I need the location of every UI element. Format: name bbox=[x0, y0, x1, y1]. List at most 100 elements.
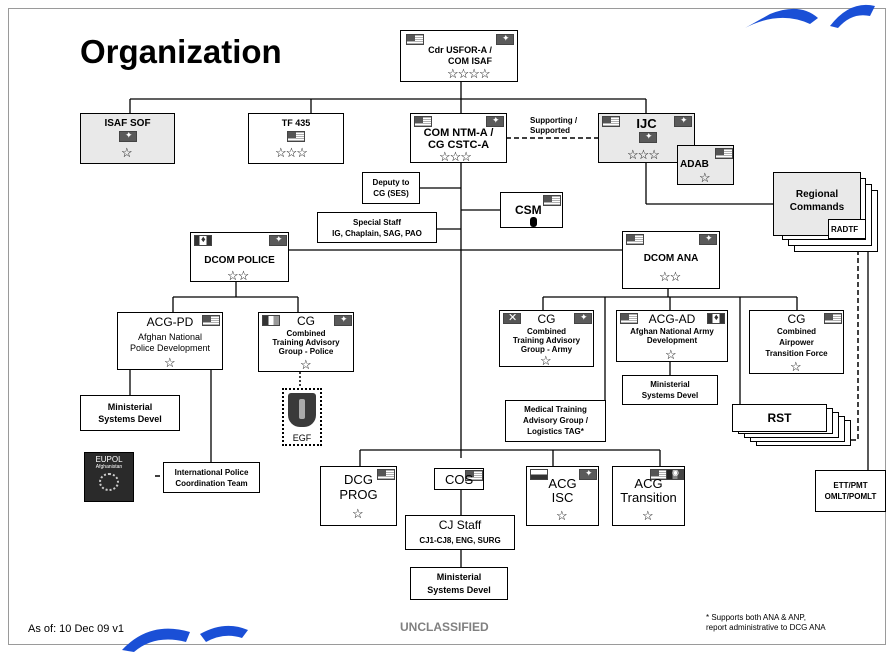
cdr-usfor-box: Cdr USFOR-A / COM ISAF ☆☆☆☆ bbox=[400, 30, 518, 82]
medical-line2: Advisory Group / bbox=[523, 416, 588, 425]
dcom-ana-box: DCOM ANA ☆☆ bbox=[622, 231, 720, 289]
com-isaf-label: COM ISAF bbox=[448, 56, 492, 66]
eupol-logo: EUPOL Afghanistan bbox=[84, 452, 134, 502]
us-flag-icon bbox=[202, 315, 220, 326]
us-flag-icon bbox=[414, 116, 432, 127]
egf-label: EGF bbox=[292, 433, 312, 443]
systems-devel-label: Systems Devel bbox=[98, 414, 162, 424]
nato-flag-icon bbox=[574, 313, 592, 324]
ctag-army-box: CG Combined Training Advisory Group - Ar… bbox=[499, 310, 594, 367]
one-star: ☆ bbox=[540, 353, 552, 368]
deputy-label: Deputy to bbox=[372, 178, 410, 187]
acg-pd-box: ACG-PD Afghan National Police Developmen… bbox=[117, 312, 223, 370]
csm-label: CSM bbox=[515, 203, 542, 217]
ctag-army-line2: Training Advisory bbox=[512, 336, 581, 345]
as-of-date: As of: 10 Dec 09 v1 bbox=[28, 623, 124, 635]
dcg-label: DCG bbox=[344, 472, 373, 487]
footnote-line1: * Supports both ANA & ANP, bbox=[706, 613, 806, 622]
acg-ad-line2: Development bbox=[646, 336, 698, 345]
us-flag-icon bbox=[602, 116, 620, 127]
rst-box: RST bbox=[732, 404, 827, 432]
egf-box: EGF bbox=[282, 388, 322, 446]
acg-ad-line1: Afghan National Army bbox=[630, 327, 714, 336]
acg-isc-box: ACG ISC ☆ bbox=[526, 466, 599, 526]
one-star: ☆ bbox=[300, 357, 312, 372]
catf-line1: Combined bbox=[776, 327, 817, 336]
ministerial-label: Ministerial bbox=[107, 402, 153, 412]
eupol-label: EUPOL bbox=[95, 455, 123, 464]
acg-pd-line2: Police Development bbox=[129, 343, 211, 353]
dcom-police-label: DCOM POLICE bbox=[204, 255, 275, 266]
ministerial-label: Ministerial bbox=[436, 572, 482, 582]
ctag-police-title: CG bbox=[297, 314, 315, 328]
dcg-prog-box: DCG PROG ☆ bbox=[320, 466, 397, 526]
one-star: ☆ bbox=[665, 347, 677, 362]
one-star: ☆ bbox=[790, 359, 802, 374]
ipct-line2: Coordination Team bbox=[175, 479, 248, 488]
two-stars: ☆☆ bbox=[227, 268, 249, 283]
acg-transition-box: ACG Transition ☆ bbox=[612, 466, 685, 526]
medical-line3: Logistics TAG* bbox=[527, 427, 584, 436]
isaf-sof-box: ISAF SOF ☆ bbox=[80, 113, 175, 164]
cos-label: COS bbox=[445, 472, 474, 487]
cdr-usfor-label: Cdr USFOR-A / bbox=[428, 45, 492, 55]
cos-box: COS bbox=[434, 468, 484, 490]
nato-flag-icon bbox=[579, 469, 597, 480]
ett-line2: OMLT/POMLT bbox=[824, 492, 877, 501]
one-star: ☆ bbox=[699, 170, 711, 185]
dcom-ana-label: DCOM ANA bbox=[643, 253, 699, 264]
tf435-label: TF 435 bbox=[281, 118, 311, 128]
acg-pd-title: ACG-PD bbox=[146, 315, 194, 329]
acg-transition-line1: ACG bbox=[634, 476, 663, 491]
canada-flag-icon bbox=[194, 235, 212, 246]
one-star: ☆ bbox=[556, 508, 568, 523]
ministerial-systems-bottom-box: Ministerial Systems Devel bbox=[410, 567, 508, 600]
cj-staff-box: CJ Staff CJ1-CJ8, ENG, SURG bbox=[405, 515, 515, 550]
ministerial-systems-left-box: Ministerial Systems Devel bbox=[80, 395, 180, 431]
ctag-army-title: CG bbox=[537, 312, 556, 326]
eupol-line2: Afghanistan bbox=[95, 464, 123, 470]
ctag-police-box: CG Combined Training Advisory Group - Po… bbox=[258, 312, 354, 372]
isaf-sof-label: ISAF SOF bbox=[104, 118, 151, 129]
classification-label: UNCLASSIFIED bbox=[400, 620, 489, 634]
nato-flag-icon bbox=[639, 132, 657, 143]
ctag-police-line1: Combined bbox=[286, 329, 326, 338]
us-flag-icon bbox=[377, 469, 395, 480]
three-stars: ☆☆☆ bbox=[439, 149, 472, 164]
acg-pd-line1: Afghan National bbox=[137, 332, 203, 342]
catf-title: CG bbox=[787, 312, 806, 326]
ett-pmt-box: ETT/PMT OMLT/POMLT bbox=[815, 470, 886, 512]
acg-isc-line2: ISC bbox=[551, 490, 574, 505]
nato-flag-icon bbox=[674, 116, 692, 127]
special-staff-members: IG, Chaplain, SAG, PAO bbox=[332, 229, 422, 238]
nato-flag-icon bbox=[486, 116, 504, 127]
radtf-label: RADTF bbox=[831, 225, 859, 234]
tf435-box: TF 435 ☆☆☆ bbox=[248, 113, 344, 164]
two-stars: ☆☆ bbox=[659, 269, 681, 284]
ses-label: CG (SES) bbox=[373, 189, 409, 198]
prog-label: PROG bbox=[339, 487, 378, 502]
adab-box: ADAB ☆ bbox=[677, 145, 734, 185]
acg-ad-box: ACG-AD Afghan National Army Development … bbox=[616, 310, 728, 362]
dcom-police-box: DCOM POLICE ☆☆ bbox=[190, 232, 289, 282]
watermark-top-right bbox=[740, 0, 880, 30]
eu-stars-icon bbox=[99, 473, 119, 491]
radtf-box: RADTF bbox=[828, 219, 866, 239]
regional-label: Regional bbox=[795, 189, 839, 200]
supporting-label: Supporting / bbox=[530, 116, 578, 125]
poland-flag-icon bbox=[530, 469, 548, 480]
us-flag-icon bbox=[287, 131, 305, 142]
acg-ad-title: ACG-AD bbox=[648, 312, 696, 326]
us-flag-icon bbox=[620, 313, 638, 324]
ministerial-systems-mid-box: Ministerial Systems Devel bbox=[622, 375, 718, 405]
ett-line1: ETT/PMT bbox=[833, 481, 868, 490]
systems-devel-label: Systems Devel bbox=[641, 391, 699, 400]
nato-flag-icon bbox=[334, 315, 352, 326]
nato-flag-icon bbox=[496, 34, 514, 45]
ctag-army-line3: Group - Army bbox=[520, 345, 573, 354]
us-flag-icon bbox=[626, 234, 644, 245]
footnote-line2: report administrative to DCG ANA bbox=[706, 623, 826, 632]
us-flag-icon bbox=[543, 195, 561, 206]
france-flag-icon bbox=[262, 315, 280, 326]
catf-box: CG Combined Airpower Transition Force ☆ bbox=[749, 310, 844, 374]
